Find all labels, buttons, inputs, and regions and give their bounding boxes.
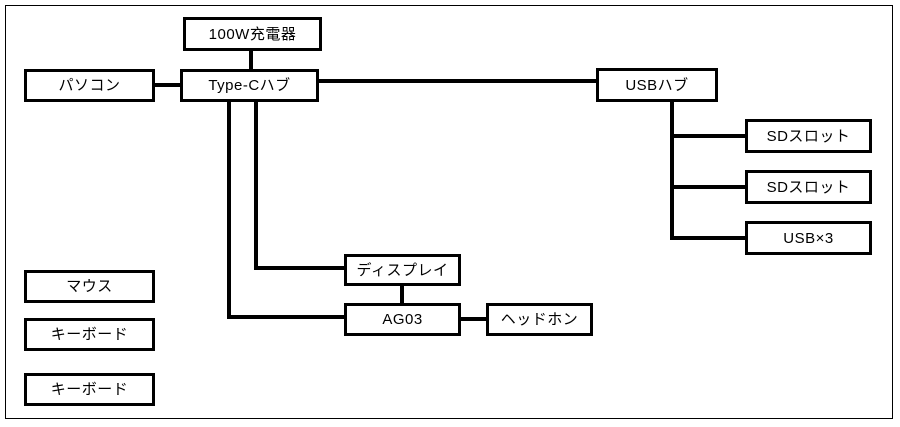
node-charger[interactable]: 100W充電器: [183, 17, 322, 51]
connector-display-to-ag03: [400, 284, 404, 305]
connector-usbhub-trunk: [670, 100, 674, 239]
node-headphone[interactable]: ヘッドホン: [486, 303, 593, 336]
node-usb3[interactable]: USB×3: [745, 221, 872, 255]
node-ag03[interactable]: AG03: [344, 303, 461, 336]
connector-pc-to-typec: [153, 83, 182, 87]
connector-usbhub-to-usb3: [670, 236, 747, 240]
connector-typec-to-usbhub: [317, 79, 598, 83]
connector-typec-to-display: [254, 266, 346, 270]
connector-typec-to-ag03: [227, 315, 346, 319]
node-typec[interactable]: Type‐Cハブ: [180, 69, 319, 102]
node-sdslot2[interactable]: SDスロット: [745, 170, 872, 204]
connector-ag03-to-headphone: [459, 317, 488, 321]
diagram-outer-border: [5, 5, 893, 419]
connector-typec-to-display: [254, 100, 258, 270]
node-keyboard1[interactable]: キーボード: [24, 318, 155, 351]
node-keyboard2[interactable]: キーボード: [24, 373, 155, 406]
connector-usbhub-to-sdslot2: [670, 185, 747, 189]
node-pc[interactable]: パソコン: [24, 69, 155, 102]
node-usbhub[interactable]: USBハブ: [596, 68, 718, 102]
connector-typec-to-ag03: [227, 100, 231, 319]
node-display[interactable]: ディスプレイ: [344, 254, 461, 286]
connector-usbhub-to-sdslot1: [670, 134, 747, 138]
node-sdslot1[interactable]: SDスロット: [745, 119, 872, 153]
node-mouse[interactable]: マウス: [24, 270, 155, 303]
connector-charger-to-typec: [249, 51, 253, 71]
